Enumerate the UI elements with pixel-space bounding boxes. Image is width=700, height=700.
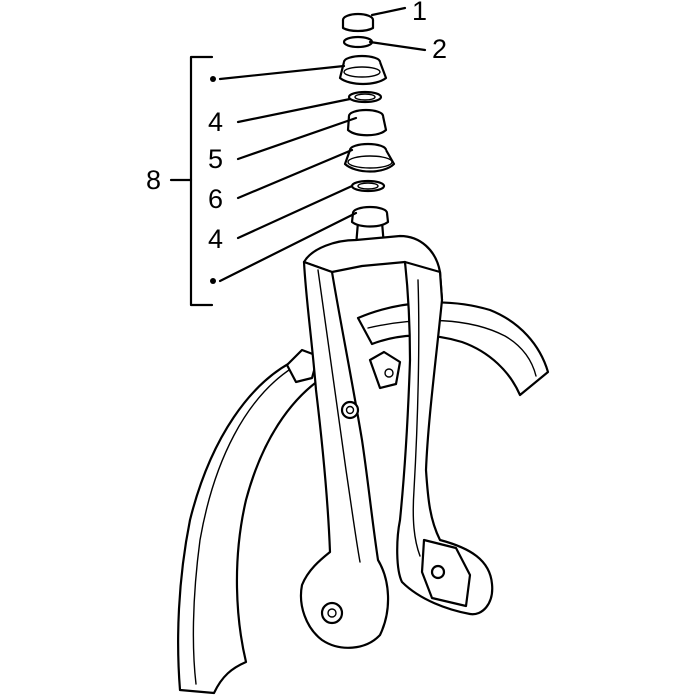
callout-5: 5 [208,144,223,174]
callout-labels: 1 2 4 5 6 4 8 [146,0,447,254]
mudguard [177,301,550,695]
callout-4-upper: 4 [208,107,223,137]
leader-lines [210,6,427,284]
group-bracket [169,55,214,307]
callout-8: 8 [146,165,161,195]
front-fork [299,220,494,649]
callout-4-lower: 4 [208,224,223,254]
bearing-stack [338,12,396,228]
callout-1: 1 [412,0,427,26]
callout-6: 6 [208,184,223,214]
callout-2: 2 [432,34,447,64]
